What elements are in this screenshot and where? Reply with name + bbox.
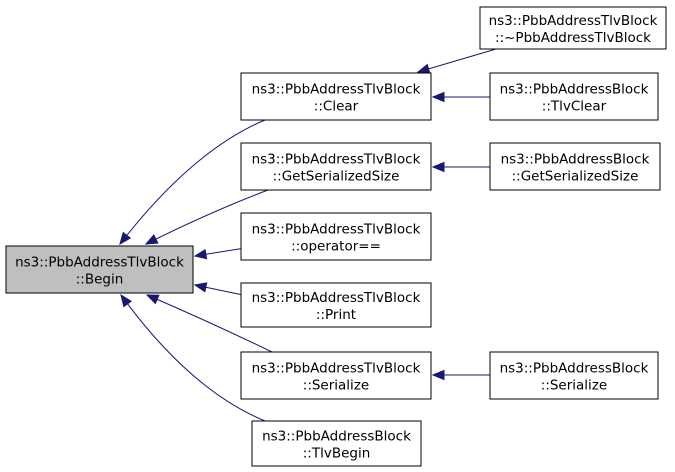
node-label-namespace: ns3::PbbAddressTlvBlock <box>252 82 421 98</box>
arrowhead <box>431 91 445 103</box>
edge-tlvclear-to-clear <box>431 91 490 103</box>
edge-serialize-to-begin <box>145 294 273 353</box>
arrowhead <box>431 369 445 381</box>
edge-getserializedsize-to-begin <box>144 189 269 245</box>
node-box <box>240 212 432 261</box>
arrowhead <box>145 294 160 305</box>
node-block-getserializedsize[interactable]: ns3::PbbAddressBlock::GetSerializedSize <box>489 142 661 191</box>
node-box <box>489 351 659 400</box>
edge-line <box>120 294 266 422</box>
node-label-member: ::GetSerializedSize <box>273 169 400 185</box>
node-tlvbegin[interactable]: ns3::PbbAddressBlock::TlvBegin <box>251 420 422 467</box>
node-label-member: ::TlvClear <box>542 99 607 115</box>
node-box <box>251 420 422 467</box>
arrowhead <box>120 293 133 308</box>
edge-line <box>145 189 269 245</box>
node-serialize[interactable]: ns3::PbbAddressTlvBlock::Serialize <box>240 351 432 400</box>
node-begin[interactable]: ns3::PbbAddressTlvBlock::Begin <box>5 245 194 294</box>
node-label-namespace: ns3::PbbAddressTlvBlock <box>252 222 421 238</box>
node-label-namespace: ns3::PbbAddressTlvBlock <box>15 255 184 271</box>
node-label-member: ::Print <box>316 307 356 323</box>
node-box <box>489 72 659 121</box>
node-print[interactable]: ns3::PbbAddressTlvBlock::Print <box>240 282 432 328</box>
node-label-member: ::Serialize <box>303 378 369 394</box>
node-label-namespace: ns3::PbbAddressTlvBlock <box>252 290 421 306</box>
arrowhead <box>193 282 208 293</box>
node-getserializedsize[interactable]: ns3::PbbAddressTlvBlock::GetSerializedSi… <box>240 142 432 191</box>
node-tlvclear[interactable]: ns3::PbbAddressBlock::TlvClear <box>489 72 659 121</box>
node-box <box>240 282 432 328</box>
node-label-member: ::Clear <box>314 99 359 115</box>
edges-layer <box>119 48 497 422</box>
node-label-member: ::Begin <box>76 272 124 288</box>
node-destructor[interactable]: ns3::PbbAddressTlvBlock::~PbbAddressTlvB… <box>479 6 667 50</box>
node-label-member: ::~PbbAddressTlvBlock <box>495 30 651 46</box>
edge-line <box>146 294 273 353</box>
node-label-namespace: ns3::PbbAddressTlvBlock <box>252 152 421 168</box>
node-box <box>240 142 432 191</box>
node-label-member: ::TlvBegin <box>303 446 371 462</box>
node-operator-eq[interactable]: ns3::PbbAddressTlvBlock::operator== <box>240 212 432 261</box>
node-label-namespace: ns3::PbbAddressTlvBlock <box>252 361 421 377</box>
edge-clear-to-begin <box>119 119 266 246</box>
node-label-namespace: ns3::PbbAddressBlock <box>500 361 649 377</box>
node-block-serialize[interactable]: ns3::PbbAddressBlock::Serialize <box>489 351 659 400</box>
node-clear[interactable]: ns3::PbbAddressTlvBlock::Clear <box>240 72 432 121</box>
node-label-namespace: ns3::PbbAddressBlock <box>500 82 649 98</box>
edge-print-to-begin <box>193 282 244 296</box>
node-label-member: ::Serialize <box>541 378 607 394</box>
edge-block-serialize-to-serialize <box>431 369 490 381</box>
node-label-namespace: ns3::PbbAddressBlock <box>501 152 650 168</box>
node-box <box>5 245 194 294</box>
arrowhead <box>416 63 431 74</box>
arrowhead <box>119 231 132 246</box>
edge-line <box>119 119 266 245</box>
edge-operator-eq-to-begin <box>193 247 246 260</box>
arrowhead <box>144 234 159 245</box>
node-label-namespace: ns3::PbbAddressTlvBlock <box>489 13 658 29</box>
node-box <box>240 72 432 121</box>
edge-tlvbegin-to-begin <box>120 293 266 422</box>
nodes-layer: ns3::PbbAddressTlvBlock::Beginns3::PbbAd… <box>5 6 667 467</box>
edge-line <box>417 48 497 73</box>
node-label-namespace: ns3::PbbAddressBlock <box>262 429 411 445</box>
edge-destructor-to-clear <box>416 48 497 74</box>
edge-block-getserializedsize-to-getserializedsize <box>431 161 490 173</box>
node-box <box>489 142 661 191</box>
node-label-member: ::GetSerializedSize <box>512 169 639 185</box>
arrowhead <box>193 249 208 260</box>
arrowhead <box>431 161 445 173</box>
node-label-member: ::operator== <box>291 239 381 255</box>
node-box <box>479 6 667 50</box>
node-box <box>240 351 432 400</box>
